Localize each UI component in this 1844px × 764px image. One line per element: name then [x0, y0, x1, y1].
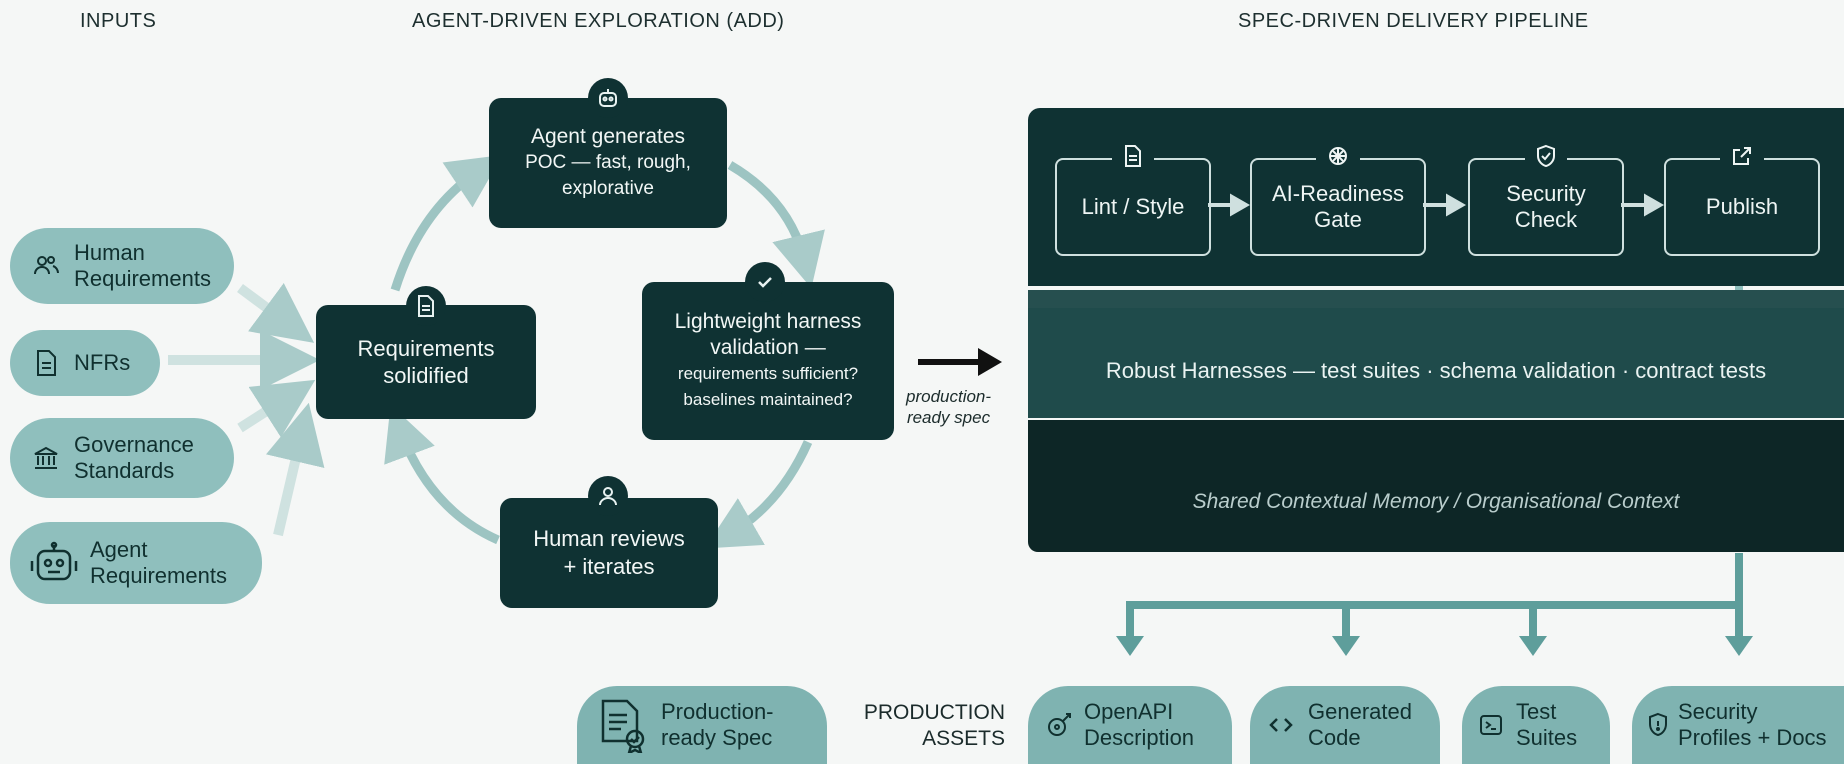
stage-label: Lint / Style — [1081, 194, 1185, 219]
arrow-agent-input — [265, 402, 325, 537]
arrow-review-to-req — [384, 404, 500, 545]
input-label: Requirements — [74, 266, 211, 291]
stage-label: Check — [1514, 207, 1578, 232]
handoff-label-line: ready spec — [906, 408, 991, 427]
box-text: explorative — [562, 178, 654, 199]
stage-label: AI-Readiness — [1271, 181, 1405, 206]
code-icon — [1268, 714, 1294, 736]
pipeline-title: SPEC-DRIVEN DELIVERY PIPELINE — [1238, 10, 1589, 32]
input-label: NFRs — [74, 350, 131, 375]
arrow-req-to-poc — [390, 155, 503, 292]
harness-layer — [1028, 305, 1844, 418]
robot-icon — [26, 541, 82, 583]
human-review-box: Human reviews + iterates — [500, 498, 718, 608]
memory-layer — [1028, 420, 1844, 552]
exploration-title: AGENT-DRIVEN EXPLORATION (ADD) — [412, 10, 785, 32]
shield-icon — [1646, 712, 1670, 738]
asset-label: ready Spec — [661, 725, 773, 750]
checkmark-icon — [745, 262, 785, 302]
stage-label: Gate — [1314, 207, 1362, 232]
distribution-pipes — [1125, 553, 1743, 640]
brain-icon — [1316, 144, 1360, 168]
document-icon — [26, 343, 66, 383]
box-text: + iterates — [563, 554, 655, 579]
production-assets-label: PRODUCTION ASSETS — [845, 700, 1005, 752]
memory-layer-text: Shared Contextual Memory / Organisationa… — [1192, 490, 1680, 513]
arrow-poc-to-validation — [727, 161, 825, 289]
users-icon — [26, 246, 66, 286]
harness-layer-text: Robust Harnesses — test suites · schema … — [1105, 358, 1767, 383]
input-label: Governance — [74, 432, 194, 457]
arrow-governance-input — [237, 379, 316, 438]
asset-label: Security — [1678, 699, 1758, 724]
asset-label: Suites — [1516, 725, 1578, 750]
arrow-human-input — [237, 283, 315, 343]
input-label: Agent — [90, 537, 148, 562]
box-text: solidified — [383, 363, 469, 388]
box-text: baselines maintained? — [683, 390, 853, 409]
user-icon — [588, 476, 628, 516]
cycle-arrows — [384, 155, 825, 549]
box-text: POC — fast, rough, — [525, 152, 691, 173]
box-text: validation — — [710, 336, 826, 359]
handoff-label: production- ready spec — [906, 386, 991, 428]
input-label: Standards — [74, 458, 175, 483]
robot-icon — [588, 78, 628, 118]
pipeline-stages-panel — [1028, 108, 1844, 286]
bank-icon — [26, 438, 66, 478]
stage-publish: Publish — [1664, 144, 1820, 256]
stage-label: Security — [1506, 181, 1586, 206]
validation-box: Lightweight harness validation — require… — [642, 282, 894, 440]
external-link-icon — [1720, 144, 1764, 168]
inputs-title: INPUTS — [80, 10, 157, 32]
box-text: Agent generates — [530, 125, 686, 148]
asset-label: Test — [1516, 699, 1557, 724]
asset-label: Description — [1084, 725, 1195, 750]
arrow-validation-to-review — [704, 440, 813, 549]
document-icon — [1112, 144, 1154, 168]
input-label: Human — [74, 240, 145, 265]
box-text: Human reviews — [533, 526, 685, 551]
api-icon — [1044, 710, 1074, 740]
box-text: requirements sufficient? — [677, 364, 859, 383]
stage-label: Publish — [1705, 194, 1779, 219]
input-nfrs: NFRs — [10, 330, 160, 396]
harness-layer-top — [1028, 290, 1844, 308]
certificate-document-icon — [599, 697, 647, 753]
asset-label: Profiles + Docs — [1678, 725, 1827, 750]
input-arrows — [168, 283, 325, 537]
distribution-arrowheads — [1116, 636, 1753, 656]
requirements-document-icon — [406, 286, 446, 326]
handoff-arrow — [918, 348, 1002, 376]
asset-label: Production- — [661, 699, 774, 724]
handoff-label-line: production- — [906, 387, 992, 406]
assets-label-line: ASSETS — [922, 727, 1005, 750]
asset-label: Generated — [1308, 699, 1412, 724]
asset-label: OpenAPI — [1084, 699, 1174, 724]
input-label: Requirements — [90, 563, 227, 588]
agent-poc-box: Agent generates POC — fast, rough, explo… — [489, 98, 727, 228]
stage-lint-style: Lint / Style — [1055, 144, 1211, 256]
stage-arrows — [1208, 193, 1665, 217]
asset-label: Code — [1308, 725, 1361, 750]
terminal-icon — [1478, 712, 1504, 738]
box-text: Lightweight harness — [674, 310, 862, 333]
assets-label-line: PRODUCTION — [863, 701, 1005, 724]
production-spec-pill: Production-ready Spec — [577, 686, 827, 764]
box-text: Requirements — [357, 336, 495, 361]
shield-check-icon — [1525, 144, 1567, 168]
